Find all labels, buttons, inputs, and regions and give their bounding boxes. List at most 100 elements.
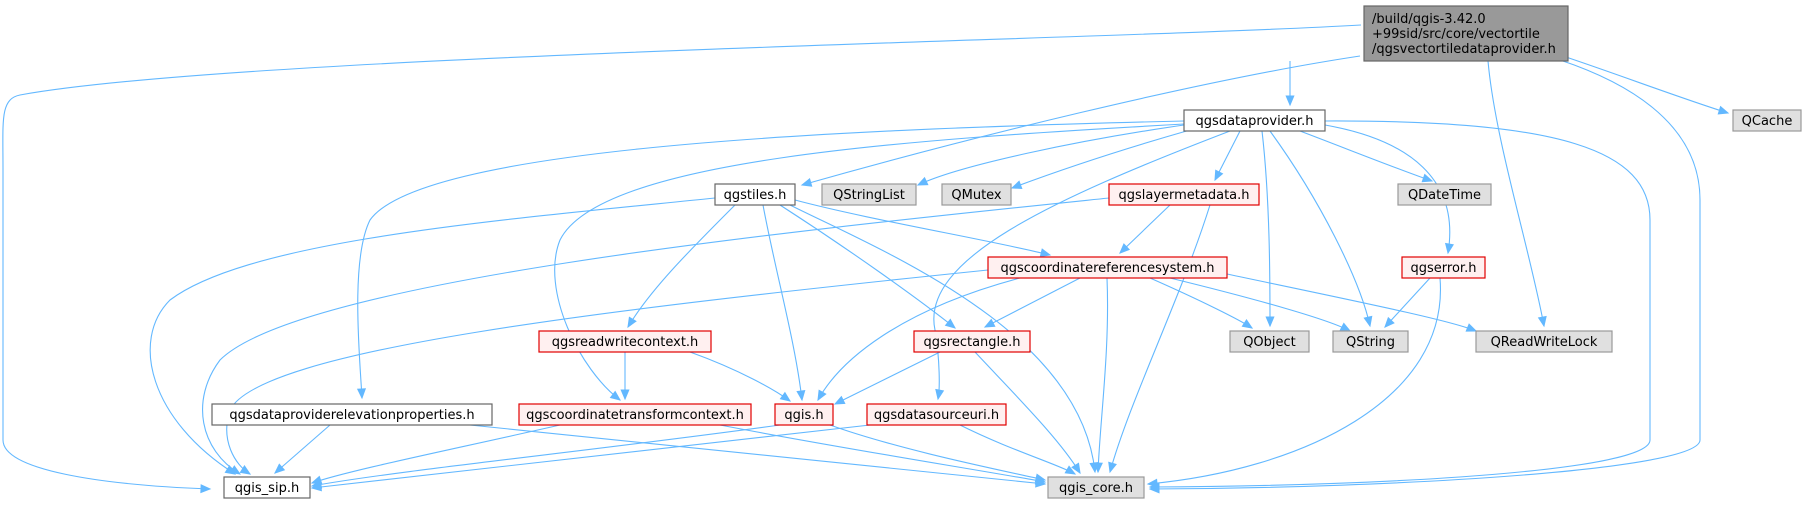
node-label: qgscoordinatereferencesystem.h — [1000, 261, 1214, 276]
node-qgserror[interactable]: qgserror.h — [1401, 256, 1486, 279]
edge-line — [834, 351, 941, 405]
node-qgis_core[interactable]: qgis_core.h — [1047, 476, 1145, 499]
edge-line — [226, 269, 989, 475]
node-label: QDateTime — [1408, 188, 1481, 203]
edge-qgstiles-to-qgsrectangle — [779, 204, 957, 329]
edge-qgscrs-to-qgis_core — [1093, 277, 1109, 474]
edge-line — [801, 55, 1361, 186]
edge-line — [1299, 130, 1433, 182]
edge-arrowhead — [229, 465, 242, 475]
edge-line — [1226, 273, 1477, 332]
edge-line — [817, 277, 1021, 401]
edge-qgsdataprovider-to-qdatetime — [1299, 130, 1434, 183]
edge-qgstiles-to-qgsreadwritecontext — [627, 204, 736, 329]
node-qgsdpelev[interactable]: qgsdataproviderelevationproperties.h — [211, 403, 493, 426]
node-qgsdatasourceuri[interactable]: qgsdatasourceuri.h — [866, 403, 1007, 426]
node-box — [987, 256, 1228, 279]
node-label: QString — [1346, 335, 1395, 350]
edge-arrowhead — [1108, 461, 1117, 474]
edge-qgsdataprovider-to-qstringlist — [916, 124, 1185, 186]
node-qgsctc[interactable]: qgscoordinatetransformcontext.h — [518, 403, 752, 426]
edge-line — [202, 197, 1110, 475]
node-box — [538, 330, 712, 353]
node-label: qgstiles.h — [724, 188, 787, 203]
edge-line — [149, 197, 716, 475]
node-label: qgis_core.h — [1059, 481, 1133, 496]
edge-line — [627, 204, 736, 328]
node-qgsrectangle[interactable]: qgsrectangle.h — [913, 330, 1031, 353]
edge-qgsdataprovider-to-qgserror — [1324, 124, 1454, 255]
node-box — [1732, 109, 1802, 132]
edge-root-to-qreadwritelock — [1487, 60, 1547, 328]
edge-qgis-to-qgis_core — [829, 424, 1047, 483]
node-qmutex[interactable]: QMutex — [941, 183, 1012, 206]
edge-qgslayermetadata-to-qgis_core — [1108, 204, 1211, 474]
node-label: qgsrectangle.h — [923, 335, 1020, 350]
edge-arrowhead — [1241, 319, 1254, 329]
node-qgstiles[interactable]: qgstiles.h — [714, 183, 796, 206]
edge-line — [1169, 277, 1351, 332]
node-qcache[interactable]: QCache — [1732, 109, 1802, 132]
edge-line — [959, 424, 1076, 475]
edge-line — [779, 204, 956, 329]
edge-arrowhead — [200, 484, 212, 494]
node-qdatetime[interactable]: QDateTime — [1397, 183, 1492, 206]
edge-qgsdataprovider-to-qgsdpelev — [356, 120, 1185, 400]
node-box — [821, 183, 917, 206]
edge-line — [311, 424, 871, 489]
edge-qgserror-to-qgis_core — [1146, 277, 1441, 488]
edge-qgsdataprovider-to-qgsdatasourceuri — [933, 130, 1231, 401]
edge-arrowhead — [833, 395, 846, 405]
node-box — [211, 403, 493, 426]
node-label: QObject — [1243, 335, 1296, 350]
edge-line — [984, 277, 1081, 328]
edge-line — [1097, 277, 1109, 473]
edge-line — [762, 204, 803, 401]
edge-root-to-qgstiles — [800, 55, 1361, 187]
edge-qgserror-to-qstring — [1384, 277, 1431, 328]
node-label: QCache — [1742, 114, 1793, 129]
node-qgis_sip[interactable]: qgis_sip.h — [223, 476, 311, 499]
edge-qgsreadwritecontext-to-qgsctc — [620, 352, 630, 401]
node-qstring[interactable]: QString — [1332, 330, 1409, 353]
node-qgsreadwritecontext[interactable]: qgsreadwritecontext.h — [538, 330, 712, 353]
edge-arrowhead — [1093, 462, 1103, 474]
node-qreadwritelock[interactable]: QReadWriteLock — [1475, 330, 1613, 353]
edge-qgsdataprovider-to-qmutex — [1010, 129, 1191, 189]
edge-arrowhead — [274, 463, 286, 474]
node-label: qgsdataprovider.h — [1196, 114, 1314, 129]
edge-qgsdataprovider-to-qgis_core — [1148, 120, 1651, 492]
edge-arrowhead — [817, 389, 827, 402]
node-box — [1229, 330, 1310, 353]
edge-arrowhead — [609, 390, 622, 401]
node-qgslayermetadata[interactable]: qgslayermetadata.h — [1108, 183, 1260, 206]
edge-qgscrs-to-qgis_sip — [226, 269, 989, 475]
edge-arrowhead — [1064, 465, 1077, 475]
edge-arrowhead — [1071, 462, 1081, 475]
node-qgis[interactable]: qgis.h — [774, 403, 834, 426]
edge-root-to-qgis_sip — [2, 24, 1362, 494]
edge-qgsrectangle-to-qgis — [833, 351, 941, 405]
node-qgscrs[interactable]: qgscoordinatereferencesystem.h — [987, 256, 1228, 279]
node-box — [714, 183, 796, 206]
node-box — [1475, 330, 1613, 353]
edge-arrowhead — [310, 482, 322, 492]
node-qobject[interactable]: QObject — [1229, 330, 1310, 353]
node-label: qgsdatasourceuri.h — [874, 408, 999, 423]
edge-qgsdpelev-to-qgis_core — [469, 424, 1047, 488]
edge-qgsdataprovider-to-qgslayermetadata — [1214, 130, 1241, 182]
edge-line — [917, 124, 1185, 186]
edge-line — [357, 120, 1185, 399]
edge-arrowhead — [796, 390, 806, 402]
edge-line — [1149, 120, 1651, 488]
node-qstringlist[interactable]: QStringList — [821, 183, 917, 206]
edge-qgstiles-to-qgscrs — [794, 199, 1052, 258]
node-root[interactable]: /build/qgis-3.42.0+99sid/src/core/vector… — [1363, 5, 1569, 62]
edge-line — [1261, 130, 1271, 327]
node-label: qgscoordinatetransformcontext.h — [526, 408, 744, 423]
edge-arrowhead — [1339, 322, 1352, 332]
node-qgsdataprovider[interactable]: qgsdataprovider.h — [1183, 109, 1326, 132]
edge-qgslayermetadata-to-qgis_sip — [202, 197, 1110, 475]
edge-qgscrs-to-qgis — [817, 277, 1021, 402]
edge-arrowhead — [620, 389, 630, 401]
